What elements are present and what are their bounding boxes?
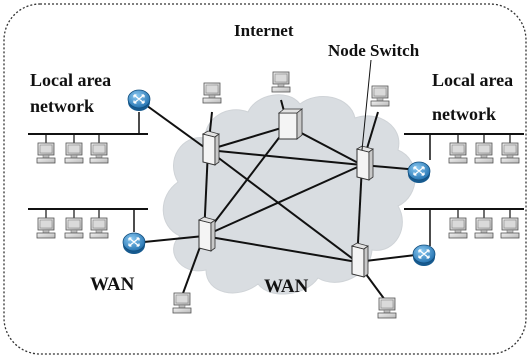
computer-icon: [370, 85, 390, 107]
lan-computer-icon: [500, 142, 520, 164]
computer-icon: [202, 82, 222, 104]
router-icon: [412, 244, 436, 267]
node-switch-pointer: [361, 59, 372, 151]
computer-icon: [172, 292, 192, 314]
lan-computer-icon: [89, 142, 109, 164]
computer-icon: [377, 297, 397, 319]
lan-left-label-line1: Local area: [30, 70, 111, 90]
lan-right-label-line1: Local area: [432, 70, 513, 90]
node-switch-icon: [198, 216, 216, 252]
lan-computer-icon: [36, 217, 56, 239]
lan-left-label-line2: network: [30, 96, 94, 116]
node-switch-icon: [351, 242, 369, 278]
node-switch-label: Node Switch: [328, 41, 420, 60]
internet-node-icon: [277, 108, 304, 140]
router-icon: [127, 89, 151, 112]
router-icon: [122, 232, 146, 255]
lan-computer-icon: [64, 217, 84, 239]
computer-icon: [271, 71, 291, 93]
lan-computer-icon: [64, 142, 84, 164]
lan-computer-icon: [474, 217, 494, 239]
node-switch-icon: [356, 145, 374, 181]
lan-right-label-line2: network: [432, 104, 496, 124]
lan-computer-icon: [36, 142, 56, 164]
internet-label: Internet: [234, 21, 294, 40]
node-switch-icon: [202, 130, 220, 166]
wan-cloud-label: WAN: [264, 276, 309, 297]
lan-computer-icon: [500, 217, 520, 239]
lan-computer-icon: [474, 142, 494, 164]
lan-computer-icon: [89, 217, 109, 239]
lan-computer-icon: [448, 142, 468, 164]
lan-computer-icon: [448, 217, 468, 239]
router-icon: [407, 161, 431, 184]
wan-router-label: WAN: [90, 274, 135, 295]
